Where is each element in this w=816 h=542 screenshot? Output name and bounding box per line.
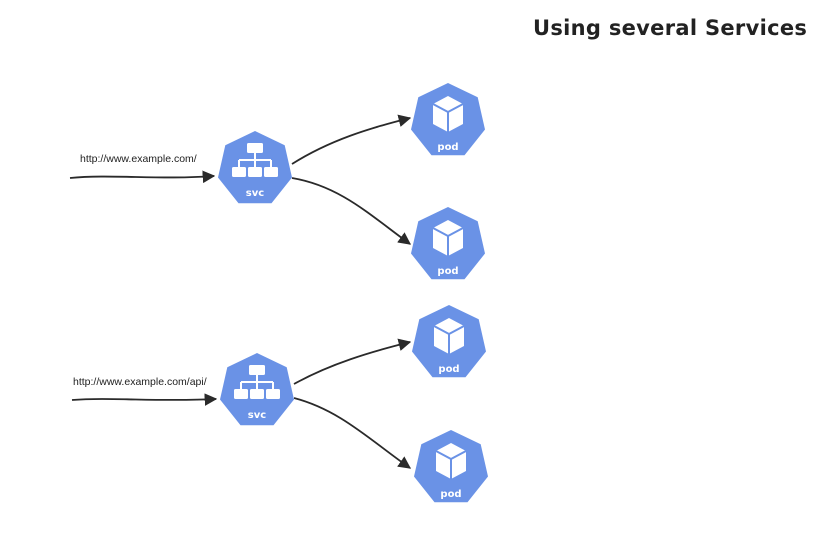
- arrow-svc1-pod1: [291, 114, 412, 165]
- pod-label: pod: [437, 266, 458, 277]
- pod-node: pod: [411, 207, 485, 280]
- pod-node: pod: [411, 83, 485, 156]
- service-label: svc: [248, 410, 266, 421]
- pod-label: pod: [437, 142, 458, 153]
- arrow-svc2-pod1: [293, 338, 412, 385]
- pod-label: pod: [440, 489, 461, 500]
- service-node-root: svc: [218, 131, 292, 204]
- arrow-svc2-pod2: [293, 397, 412, 469]
- url-arrow-api: [71, 393, 218, 406]
- url-label-api: http://www.example.com/api/: [73, 376, 207, 388]
- diagram-title: Using several Services: [533, 16, 808, 40]
- service-node-api: svc: [220, 353, 294, 426]
- arrow-svc1-pod2: [291, 177, 412, 245]
- url-label-root: http://www.example.com/: [80, 153, 197, 165]
- pod-node: pod: [414, 430, 488, 503]
- pod-node: pod: [412, 305, 486, 378]
- pod-label: pod: [438, 364, 459, 375]
- service-label: svc: [246, 188, 264, 199]
- url-arrow-root: [69, 170, 216, 184]
